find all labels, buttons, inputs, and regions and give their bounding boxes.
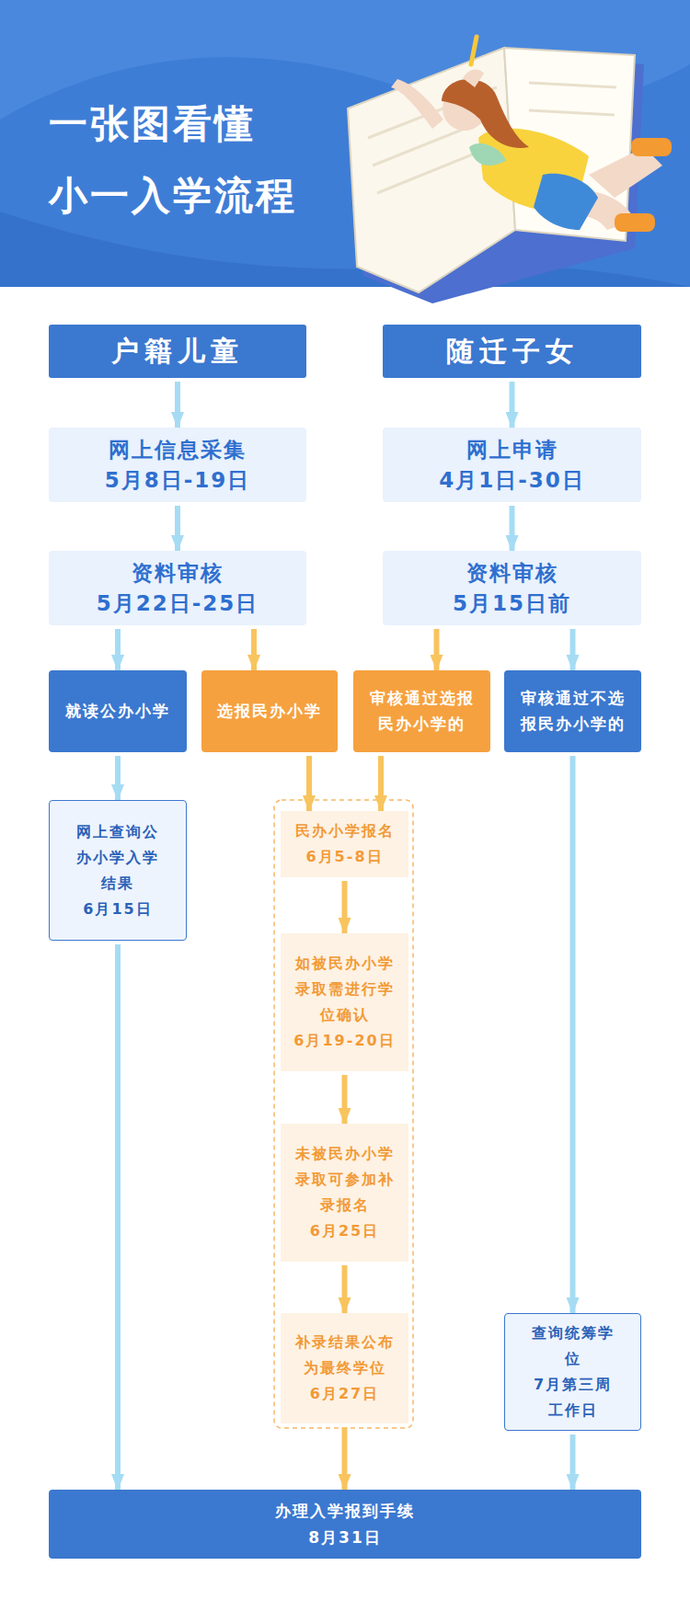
node-label: 户籍儿童 [111,333,244,371]
girl [391,36,672,232]
flow-arrow [306,756,312,812]
dashed-group-border [274,800,414,1429]
node-label: 就读公办小学 [65,699,171,725]
flow-arrow [251,629,257,671]
node-label: 选报民办小学 [217,699,322,725]
node-label: 如被民办小学录取需进行学位确认 [287,951,402,1029]
step-box: 网上申请4月1日-30日 [382,427,642,503]
node-label: 民办小学报名 [295,818,395,845]
node-label: 补录结果公布为最终学位 [287,1330,402,1382]
private-branch-box: 选报民办小学 [201,670,338,753]
step-box: 网上信息采集5月8日-19日 [48,427,307,503]
flow-arrow [342,1265,348,1314]
node-label: 审核通过选报民办小学的 [362,686,482,736]
flow-arrow [378,756,384,812]
node-label: 查询统筹学位 [525,1321,621,1373]
flow-arrow [434,629,440,671]
flow-arrow [174,506,181,552]
private-step-box: 未被民办小学录取可参加补录报名6月25日 [280,1124,409,1263]
flow-arrow [342,881,348,934]
flow-arrow [570,629,576,671]
date-label: 6月5-8日 [305,844,383,871]
date-label: 6月25日 [310,1219,380,1245]
girl-book-illustration [0,0,690,313]
page-title: 一张图看懂 小一入学流程 [48,88,344,232]
node-label: 网上查询公办小学入学结果 [69,819,166,897]
step-box: 资料审核5月15日前 [382,551,642,626]
node-label: 未被民办小学录取可参加补录报名 [287,1141,402,1219]
branch-box: 就读公办小学 [48,670,187,753]
flow-arrow [342,1075,348,1125]
step-box: 资料审核5月22日-25日 [48,551,307,626]
date-label: 5月15日前 [452,588,572,619]
final-step-box: 办理入学报到手续8月31日 [48,1490,642,1560]
private-step-box: 如被民办小学录取需进行学位确认6月19-20日 [280,933,409,1072]
node-label: 资料审核 [131,558,224,588]
node-label: 办理入学报到手续 [275,1498,415,1525]
flow-arrow [570,756,576,1314]
private-branch-box: 审核通过选报民办小学的 [353,670,491,753]
date-label: 6月27日 [310,1381,380,1408]
node-label: 随迁子女 [446,333,579,371]
category-header: 随迁子女 [382,324,642,379]
private-step-box: 补录结果公布为最终学位6月27日 [280,1313,409,1425]
node-label: 网上申请 [466,435,559,465]
flow-arrow [570,1435,576,1491]
result-box: 网上查询公办小学入学结果6月15日 [48,800,187,942]
private-step-box: 民办小学报名6月5-8日 [280,811,409,878]
flow-arrow [509,506,516,552]
flow-arrow [115,756,121,801]
date-label: 7月第三周工作日 [525,1372,621,1425]
category-header: 户籍儿童 [48,324,307,379]
flow-arrow [509,381,516,428]
date-label: 8月31日 [308,1525,382,1552]
flow-arrow [115,944,121,1491]
flow-arrow [342,1427,348,1491]
flow-arrow [115,629,121,671]
date-label: 5月8日-19日 [104,465,252,495]
node-label: 资料审核 [466,558,559,588]
node-label: 网上信息采集 [108,435,247,465]
flow-arrow [174,381,181,428]
date-label: 6月15日 [82,897,152,923]
node-label: 审核通过不选报民办小学的 [513,686,633,736]
date-label: 4月1日-30日 [438,465,586,495]
date-label: 5月22日-25日 [96,588,260,619]
date-label: 6月19-20日 [293,1028,395,1055]
result-box: 查询统筹学位7月第三周工作日 [504,1313,642,1432]
branch-box: 审核通过不选报民办小学的 [504,670,642,753]
